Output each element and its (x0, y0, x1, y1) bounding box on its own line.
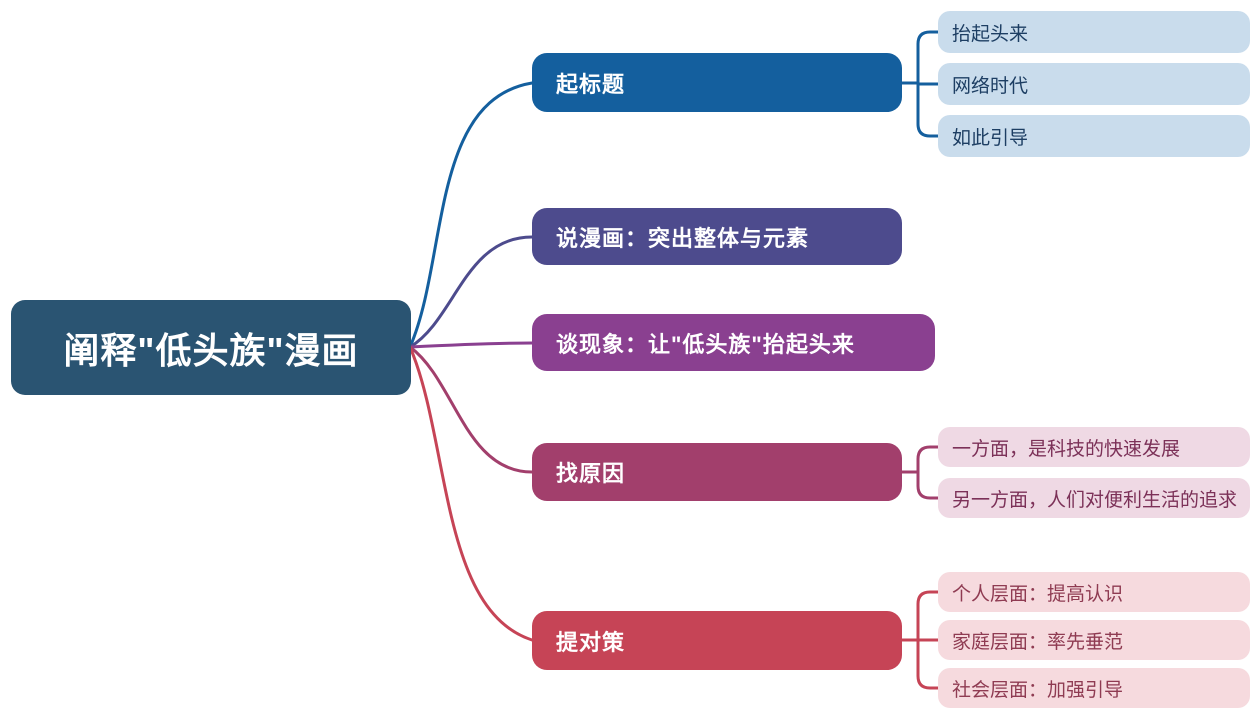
child-node[interactable]: 个人层面：提高认识 (938, 572, 1250, 612)
child-node[interactable]: 如此引导 (938, 115, 1250, 157)
branch-node-solutions[interactable]: 提对策 (532, 611, 902, 670)
branch-node-phenomenon[interactable]: 谈现象：让"低头族"抬起头来 (532, 314, 935, 371)
child-node[interactable]: 家庭层面：率先垂范 (938, 620, 1250, 660)
child-node[interactable]: 抬起头来 (938, 11, 1250, 53)
connector-root-to-branch-1 (408, 81, 534, 349)
child-node[interactable]: 网络时代 (938, 63, 1250, 105)
connector-root-to-branch-3 (408, 341, 534, 349)
child-node[interactable]: 另一方面，人们对便利生活的追求 (938, 478, 1250, 518)
connector-root-to-branch-5 (408, 345, 534, 642)
branch-node-causes[interactable]: 找原因 (532, 443, 902, 501)
child-node[interactable]: 社会层面：加强引导 (938, 668, 1250, 708)
central-topic-node[interactable]: 阐释"低头族"漫画 (11, 300, 411, 395)
connector-branch-4-trunk (916, 445, 940, 500)
connector-root-to-branch-4 (408, 345, 534, 474)
child-node[interactable]: 一方面，是科技的快速发展 (938, 427, 1250, 467)
connector-root-to-branch-2 (408, 235, 534, 349)
branch-node-comic[interactable]: 说漫画：突出整体与元素 (532, 208, 902, 265)
branch-node-title[interactable]: 起标题 (532, 53, 902, 112)
